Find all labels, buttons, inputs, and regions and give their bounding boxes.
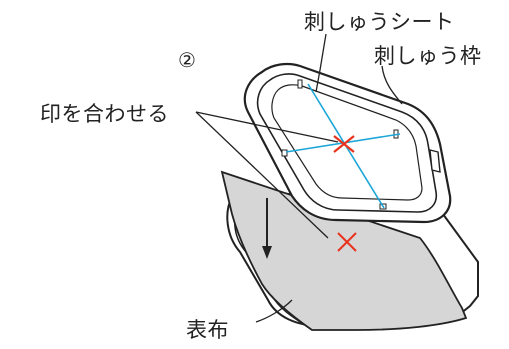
leader-align-frame [195,111,339,143]
stabilizer-sheet-label: 刺しゅうシート [304,10,455,34]
leader-align-fabric [195,111,329,239]
leader-stabilizer [315,33,327,93]
align-marks-label: 印を合わせる [40,102,169,126]
leader-fabric [255,299,293,323]
frame-center-mark [333,135,355,153]
step-number: ② [178,48,197,72]
embroidery-frame-label: 刺しゅう枠 [374,44,482,68]
outer-fabric-sheet [220,170,468,331]
leader-frame [381,65,403,105]
fabric-center-mark [337,232,357,252]
down-arrow-icon [262,198,272,259]
leader-lines [195,33,403,323]
fabric-fold-line [271,295,313,331]
outer-fabric-label: 表布 [186,318,229,342]
